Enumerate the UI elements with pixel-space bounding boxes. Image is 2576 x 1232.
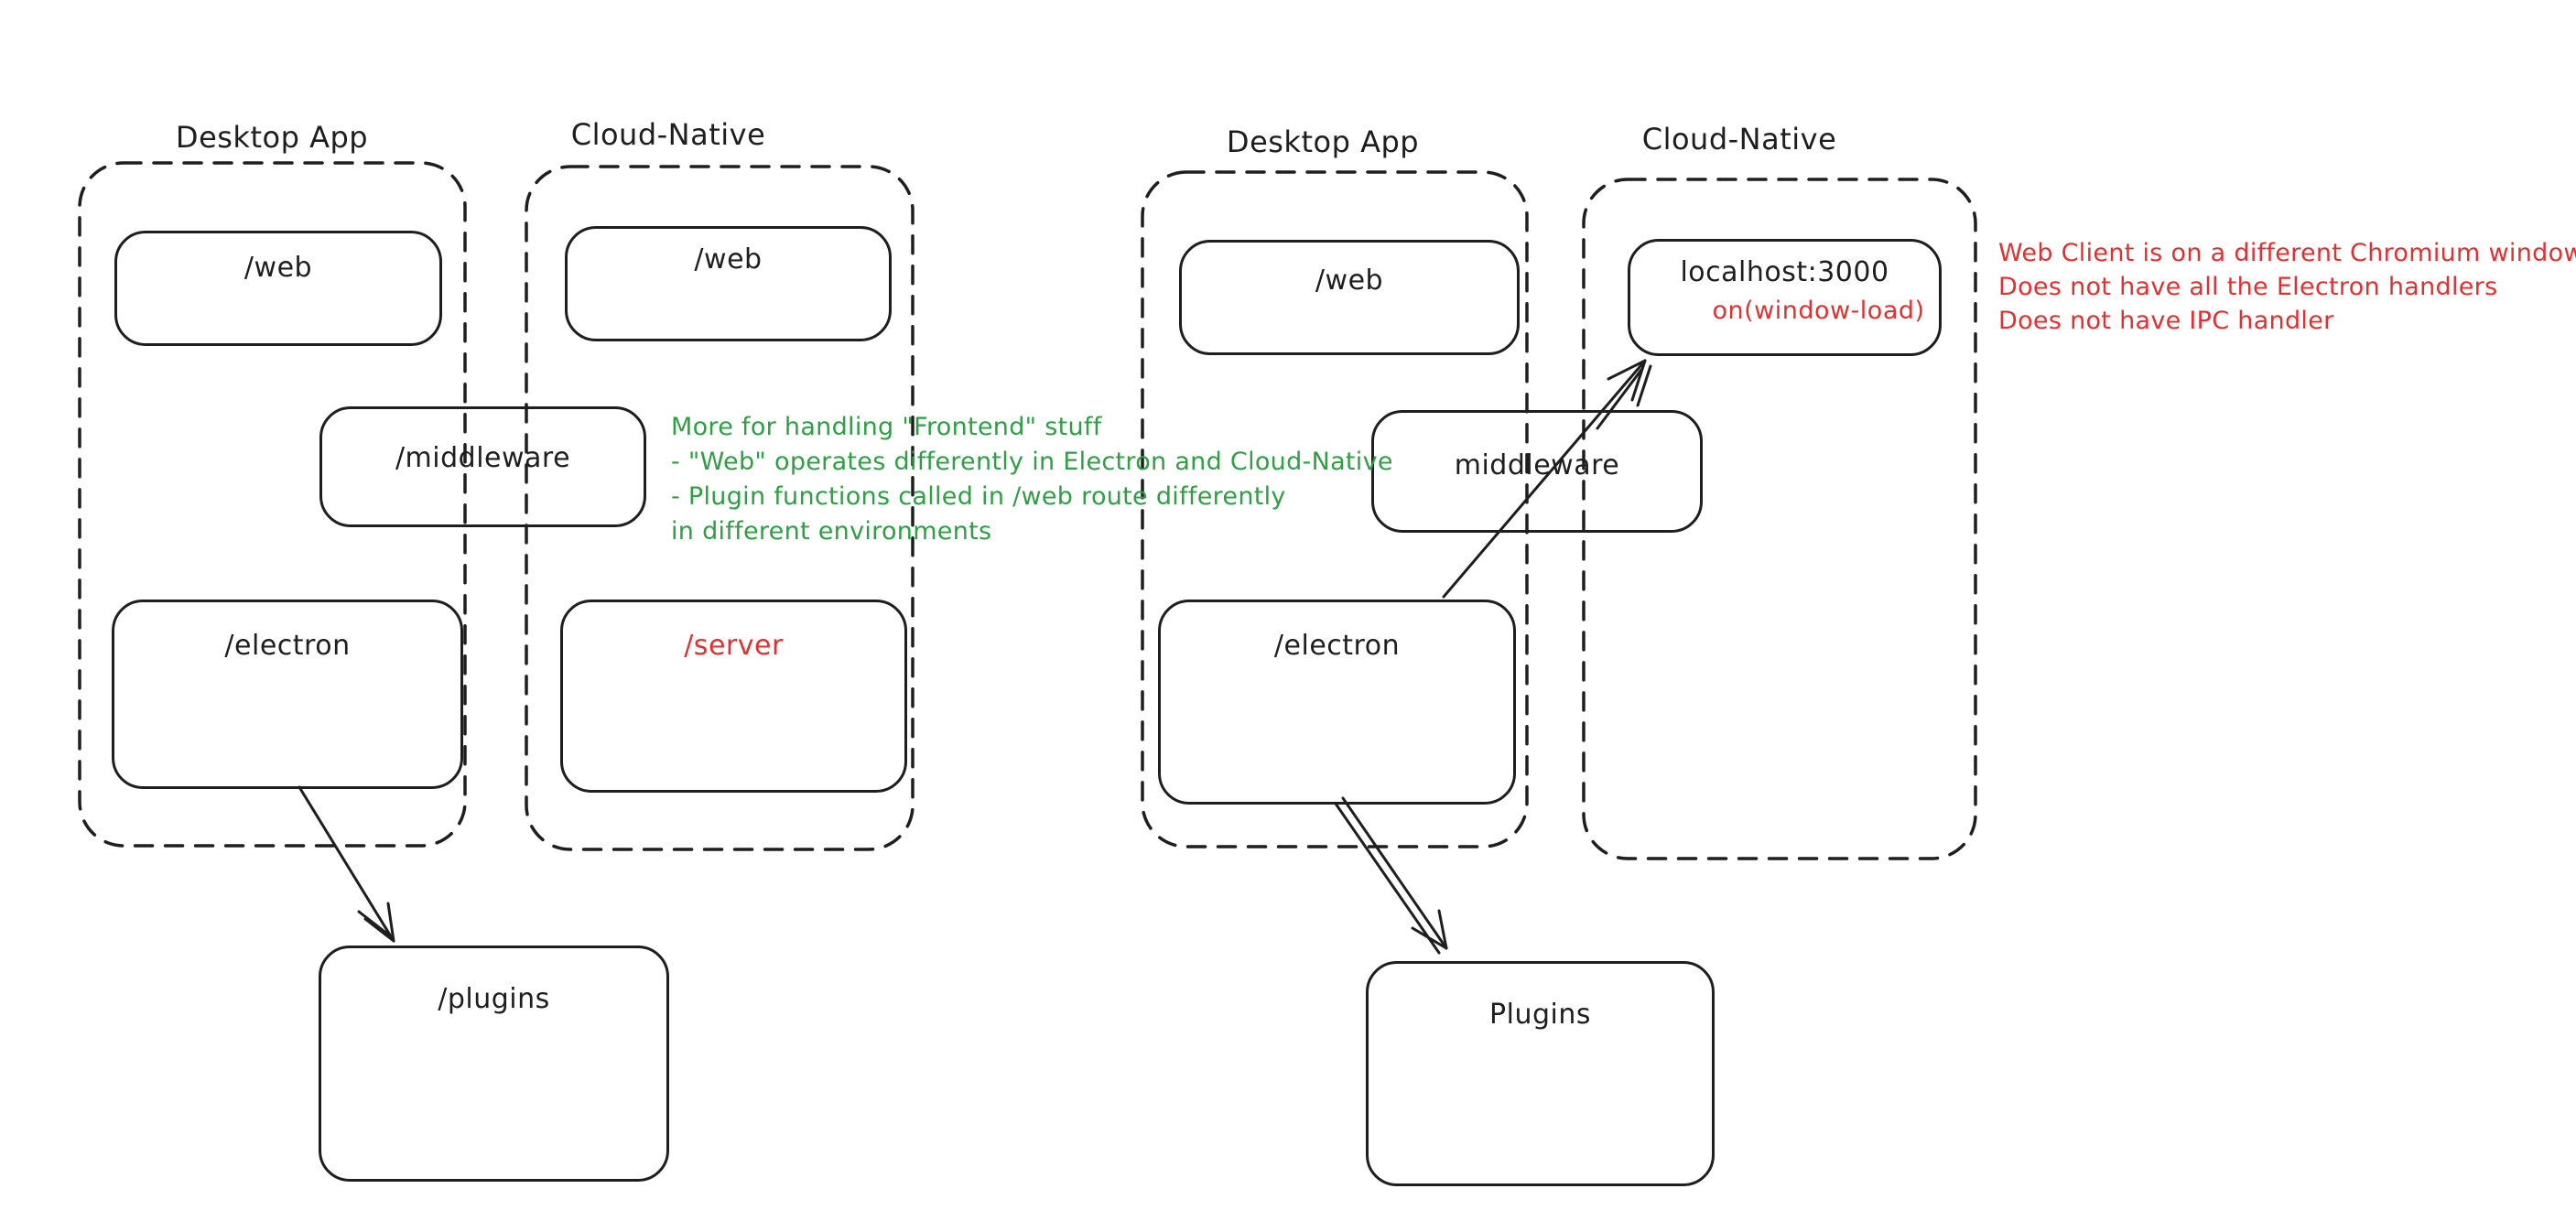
left-web-desktop-box: /web <box>114 231 442 346</box>
green-note-line: in different environments <box>671 517 992 546</box>
right-electron-box: /electron <box>1158 600 1516 805</box>
left-plugins-box: /plugins <box>319 946 669 1182</box>
green-note: More for handling "Frontend" stuff - "We… <box>671 410 1393 549</box>
left-web-cloud-box: /web <box>565 226 892 341</box>
right-window-load-label: on(window-load) <box>1712 297 1925 325</box>
left-server-box: /server <box>560 600 907 793</box>
left-cloud-native-label: Cloud-Native <box>570 117 766 152</box>
red-note-line: Does not have IPC handler <box>1998 307 2334 335</box>
left-server-label: /server <box>684 630 784 662</box>
left-web-desktop-label: /web <box>244 252 313 284</box>
red-note-line: Web Client is on a different Chromium wi… <box>1998 239 2576 267</box>
left-web-cloud-label: /web <box>694 243 763 276</box>
red-note: Web Client is on a different Chromium wi… <box>1998 236 2576 338</box>
right-localhost-box: localhost:3000 on(window-load) <box>1628 239 1942 356</box>
left-electron-label: /electron <box>224 630 351 662</box>
green-note-line: - Plugin functions called in /web route … <box>671 482 1286 511</box>
right-middleware-box: middleware <box>1371 410 1703 533</box>
left-middleware-box: /middleware <box>319 406 646 527</box>
right-electron-label: /electron <box>1273 630 1401 662</box>
left-electron-box: /electron <box>112 600 463 789</box>
right-plugins-label: Plugins <box>1489 999 1591 1031</box>
right-localhost-label: localhost:3000 <box>1680 256 1889 288</box>
right-web-label: /web <box>1315 265 1384 297</box>
arrow-right-electron-to-plugins <box>1334 796 1448 955</box>
right-desktop-app-label: Desktop App <box>1226 124 1420 159</box>
left-desktop-app-label: Desktop App <box>175 120 369 155</box>
right-middleware-label: middleware <box>1454 449 1620 481</box>
right-cloud-native-label: Cloud-Native <box>1641 122 1837 157</box>
green-note-line: More for handling "Frontend" stuff <box>671 413 1102 441</box>
arrow-left-electron-to-plugins <box>298 785 395 943</box>
left-middleware-label: /middleware <box>395 442 571 474</box>
green-note-line: - "Web" operates differently in Electron… <box>671 448 1393 476</box>
right-plugins-box: Plugins <box>1366 961 1715 1186</box>
right-web-box: /web <box>1179 240 1520 355</box>
red-note-line: Does not have all the Electron handlers <box>1998 273 2498 301</box>
left-plugins-label: /plugins <box>438 983 550 1015</box>
